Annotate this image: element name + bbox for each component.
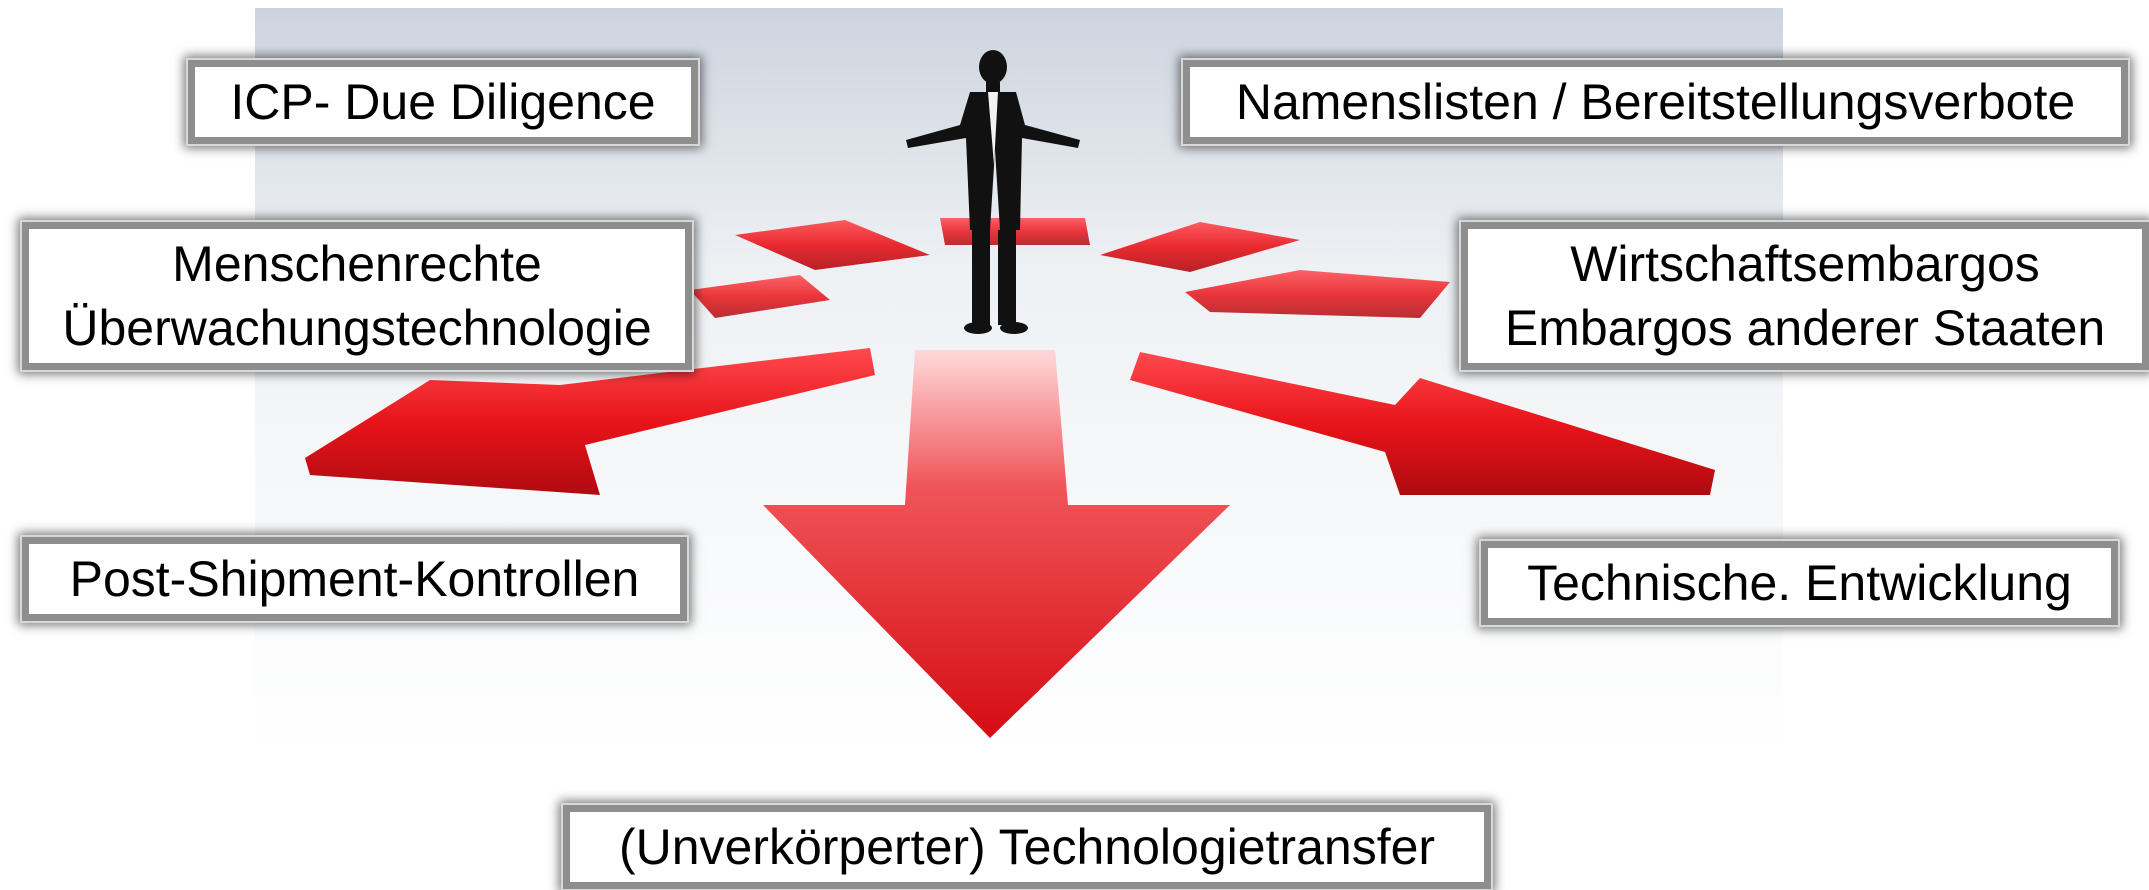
arrow-front-center (763, 350, 1230, 738)
label-box-technical-development: Technische. Entwicklung (1481, 541, 2118, 625)
label-post-shipment-line-1: Post-Shipment-Kontrollen (69, 551, 640, 607)
label-technical-development-line-1: Technische. Entwicklung (1527, 555, 2072, 611)
businessman-figure (906, 50, 1080, 334)
label-name-lists-line-1: Namenslisten / Bereitstellungsverbote (1235, 74, 2076, 130)
label-embargoes-line-1: Wirtschaftsembargos (1570, 236, 2040, 292)
arrow-back-left-1 (735, 220, 930, 270)
arrow-front-right (1130, 352, 1715, 495)
label-human-rights-line-2: Überwachungstechnologie (62, 300, 652, 356)
label-box-technology-transfer: (Unverkörperter) Technologietransfer (563, 805, 1491, 889)
arrow-back-left-2 (690, 275, 830, 318)
label-human-rights-line-1: Menschenrechte (172, 236, 542, 292)
label-embargoes-line-2: Embargos anderer Staaten (1504, 300, 2106, 356)
arrow-back-right-1 (1100, 222, 1300, 272)
label-box-name-lists: Namenslisten / Bereitstellungsverbote (1183, 60, 2128, 144)
arrow-front-left (305, 348, 875, 495)
label-box-embargoes: Wirtschaftsembargos Embargos anderer Sta… (1461, 222, 2149, 370)
label-technology-transfer-line-1: (Unverkörperter) Technologietransfer (618, 819, 1436, 875)
label-box-post-shipment: Post-Shipment-Kontrollen (22, 537, 687, 621)
arrow-back-right-2 (1185, 270, 1450, 318)
label-box-icp: ICP- Due Diligence (188, 60, 698, 144)
label-icp-line-1: ICP- Due Diligence (230, 74, 656, 130)
label-box-human-rights: Menschenrechte Überwachungstechnologie (22, 222, 692, 370)
